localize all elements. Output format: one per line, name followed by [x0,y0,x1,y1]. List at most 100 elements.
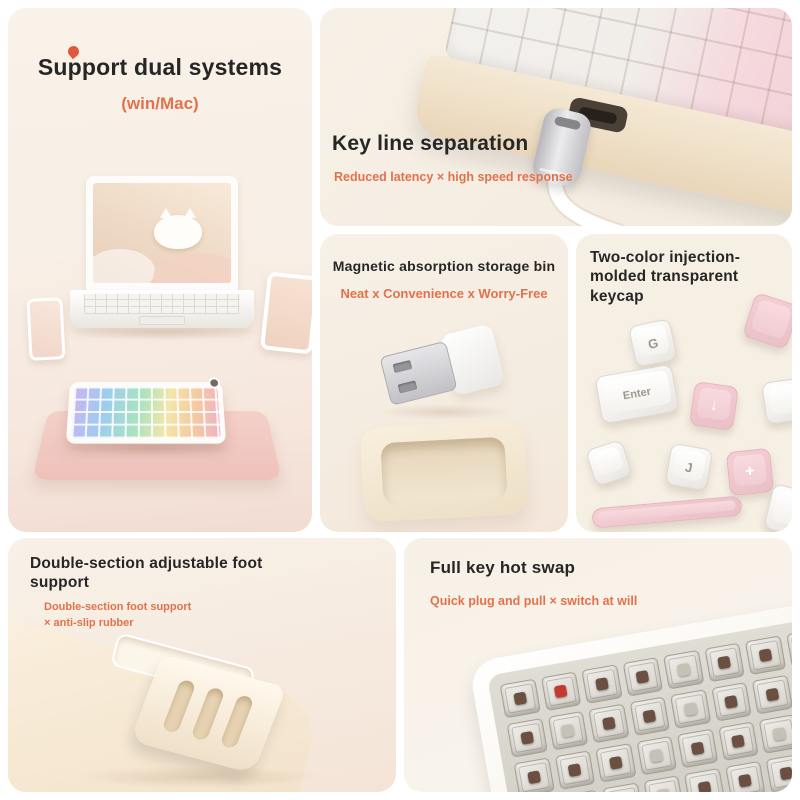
panel-foot-support: Double-section adjustable foot support D… [8,538,396,792]
phone-screen [29,300,63,358]
key-switch [683,768,725,792]
switch-stem [758,648,773,663]
pillow-shape [93,249,155,283]
key-switch [561,789,603,792]
blanket-shape [153,253,231,283]
key-switch [751,674,792,715]
laptop-base [70,290,254,328]
dual-systems-title: Support dual systems [37,54,283,80]
switch-stem [697,780,712,792]
key-switch [581,664,623,704]
switch-stem [738,773,753,788]
keycap-j-label: J [684,458,694,476]
keycap-plus: + [725,447,775,497]
switch-stem [642,709,657,724]
key-switch [513,757,555,792]
volume-knob [208,377,221,389]
key-switch [547,710,589,751]
storage-bin-tray [359,419,529,523]
key-switch [663,649,704,690]
phone [26,297,66,361]
key-switch [506,718,548,758]
switch-stem [608,755,623,770]
switch-stem [635,669,650,684]
laptop-screen [86,176,238,290]
storage-bin-title: Magnetic absorption storage bin [332,258,556,274]
panel-hot-swap: Full key hot swap Quick plug and pull × … [404,538,792,792]
keycap-down-arrow: ↓ [689,381,739,431]
foot-support-subtitle: Double-section foot support × anti-slip … [44,600,191,632]
key-switch [703,642,745,683]
key-switch [588,703,630,744]
panel-key-line-separation: Key line separation Reduced latency × hi… [320,8,792,226]
keycap-white-partial-right [761,377,792,425]
keycap-down-label: ↓ [708,396,720,415]
key-switch [785,628,792,668]
switch-stem [779,766,792,781]
keycap-g: G [628,318,678,368]
switch-stem [594,677,609,692]
key-switch [629,696,671,737]
storage-bin-subtitle: Neat x Convenience x Worry-Free [340,286,548,301]
dual-systems-illustration [8,8,312,532]
foot-shadow [78,766,318,788]
key-switch [765,753,792,792]
foot-support-subtitle-line2: × anti-slip rubber [44,616,134,629]
dual-systems-subtitle: (win/Mac) [121,94,199,113]
key-switch [636,735,677,776]
switch-stem [656,788,671,792]
panel-storage-bin: Magnetic absorption storage bin Neat x C… [320,234,568,532]
storage-bin-recess [380,436,508,506]
keyboard-shadow [66,440,236,456]
key-switch [622,657,664,697]
switch-stem [567,763,582,778]
key-switch [499,678,541,719]
switch-stem [717,655,732,670]
key-switch [724,760,766,792]
keycap-title: Two-color injection-molded transparent k… [590,249,741,305]
switch-stem [649,748,664,763]
switch-stem [520,730,534,745]
keycap-g-label: G [646,334,660,352]
key-switch [670,689,711,729]
key-switch [602,782,644,792]
usb-dongle [377,319,511,418]
keycap-enter-label: Enter [622,385,652,403]
key-switch [643,775,684,792]
switch-stem [676,662,691,677]
key-switch [717,721,759,762]
panel-dual-systems: Support dual systems (win/Mac) [8,8,312,532]
keycap-white-partial-left [585,439,633,487]
rgb-keyboard [65,377,227,444]
laptop-trackpad [139,316,185,325]
switch-stem [513,691,527,706]
switch-stem [690,741,705,756]
switch-stem [526,770,541,785]
tablet [260,271,312,355]
keycap-enter: Enter [594,363,680,425]
switch-stem [560,723,575,738]
cat-illustration [153,208,202,249]
switch-stem [553,684,568,699]
key-switch [676,728,718,769]
key-line-title: Key line separation [332,132,529,155]
key-switch [710,682,752,722]
keycap-j: J [664,442,714,492]
tablet-screen [264,275,312,351]
switch-stem [724,694,739,709]
keyboard-case [468,596,792,792]
hot-swap-title: Full key hot swap [430,558,576,577]
key-switch [540,671,582,712]
laptop-keyboard [84,294,240,314]
switch-stem [731,734,746,749]
switch-stem [765,687,780,702]
keycap-plus-label: + [744,462,756,481]
switch-stem [772,727,787,742]
switch-stem [601,716,616,731]
key-switch [595,743,637,783]
switch-stem [683,702,698,717]
hot-swap-subtitle: Quick plug and pull × switch at will [430,594,638,608]
laptop-wallpaper [93,183,231,283]
panel-transparent-keycap: Two-color injection-molded transparent k… [576,234,792,532]
